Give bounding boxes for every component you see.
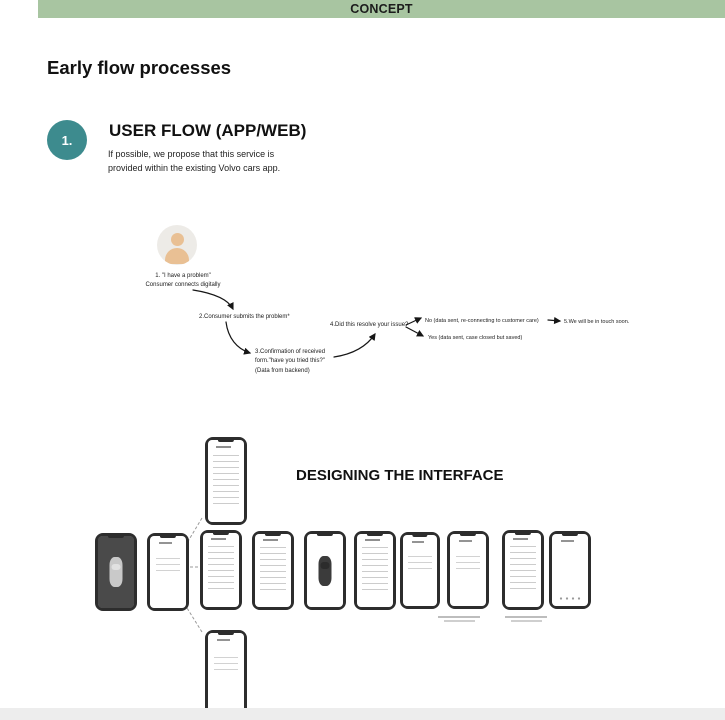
phone-screen-sparse bbox=[208, 633, 244, 713]
phone-mockup-2 bbox=[147, 533, 189, 611]
phone-mockup-8 bbox=[447, 531, 489, 609]
arrow-step1-to-step2 bbox=[192, 289, 234, 311]
phone-screen-list bbox=[208, 440, 244, 522]
interface-section-title: DESIGNING THE INTERFACE bbox=[296, 467, 504, 484]
step-number-badge: 1. bbox=[47, 120, 87, 160]
flow-step-1: 1. "I have a problem" Consumer connects … bbox=[145, 273, 221, 289]
phone-screen-car-dark bbox=[98, 536, 134, 608]
phone-mockup-5 bbox=[304, 531, 346, 610]
arrow-no-to-step5 bbox=[547, 316, 562, 325]
phone-mockup-3 bbox=[200, 530, 242, 610]
phone-screen-list bbox=[203, 533, 239, 607]
phone-screen-sparse bbox=[403, 535, 437, 606]
flow-step-5: 5.We will be in touch soon. bbox=[564, 319, 630, 325]
arrow-step2-to-step3 bbox=[225, 321, 252, 355]
page-bottom-edge bbox=[0, 708, 725, 720]
phone-caption-lines bbox=[438, 616, 484, 623]
arrow-step3-to-step4 bbox=[333, 333, 376, 358]
phone-screen-sparse bbox=[450, 534, 486, 606]
phone-screen-sparse bbox=[150, 536, 186, 608]
phone-screen-list bbox=[357, 534, 393, 607]
car-top-view-icon bbox=[109, 557, 123, 587]
phone-screen-list bbox=[505, 533, 541, 607]
phone-mockup-7 bbox=[400, 532, 440, 609]
flow-step-4: 4.Did this resolve your issue? bbox=[330, 322, 409, 328]
userflow-section-title: USER FLOW (APP/WEB) bbox=[109, 121, 307, 140]
avatar-head-shape bbox=[170, 233, 184, 246]
arrow-step4-to-yes bbox=[405, 326, 425, 337]
phone-screen-car-light bbox=[307, 534, 343, 607]
flow-step-3: 3.Confirmation of received form."have yo… bbox=[255, 349, 326, 374]
phone-mockup-9 bbox=[502, 530, 544, 610]
phone-mockup-6 bbox=[354, 531, 396, 610]
phone-screen-dots bbox=[552, 534, 588, 606]
phone-mockup-4 bbox=[252, 531, 294, 610]
consumer-avatar-icon bbox=[157, 225, 197, 265]
flow-branch-yes: Yes (data sent, case closed but saved) bbox=[428, 335, 523, 341]
phone-mockup-bottom bbox=[205, 630, 247, 716]
page-title: Early flow processes bbox=[47, 57, 232, 78]
userflow-section-subtitle: If possible, we propose that this servic… bbox=[108, 149, 281, 173]
flow-step-2: 2.Consumer submits the problem* bbox=[199, 314, 290, 320]
phone-mockup-1 bbox=[95, 533, 137, 611]
car-top-view-icon bbox=[318, 555, 332, 586]
phone-screen-list bbox=[255, 534, 291, 607]
avatar-body-shape bbox=[165, 248, 189, 264]
banner-title: CONCEPT bbox=[350, 2, 413, 16]
concept-banner: CONCEPT bbox=[38, 0, 725, 18]
flow-branch-no: No (data sent, re-connecting to customer… bbox=[425, 318, 539, 324]
connector-bottom-phone bbox=[186, 607, 203, 633]
phone-mockup-top bbox=[205, 437, 247, 525]
phone-caption-lines bbox=[505, 616, 551, 623]
phone-mockup-10 bbox=[549, 531, 591, 609]
